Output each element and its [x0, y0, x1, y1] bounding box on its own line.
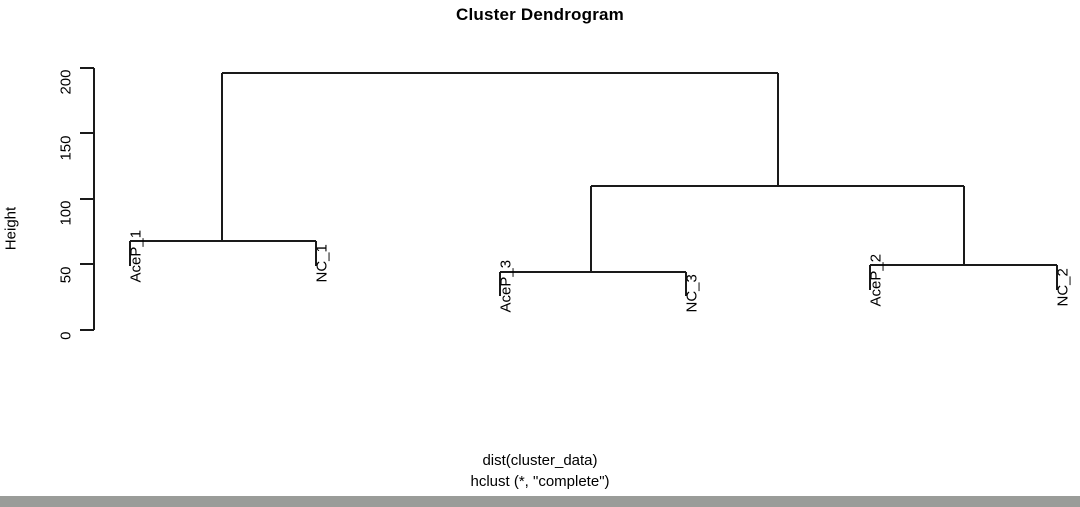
- y-tick-label-150: 150: [57, 135, 75, 161]
- y-tick-label-0: 0: [57, 331, 75, 340]
- caption-line-2: hclust (*, "complete"): [470, 473, 610, 490]
- page-title: Cluster Dendrogram: [456, 5, 624, 24]
- leaf-label-acep-1: AceP_1: [127, 229, 145, 283]
- y-axis-label: Height: [2, 206, 20, 251]
- leaf-label-acep-3: AceP_3: [497, 259, 515, 313]
- y-tick-label-50: 50: [57, 266, 75, 284]
- link-acep1-nc1: [129, 240, 317, 266]
- leaf-label-nc-1: NC_1: [313, 244, 331, 283]
- link-acep3-nc3: [499, 271, 687, 296]
- caption-line-1: dist(cluster_data): [482, 452, 598, 469]
- link-root: [221, 72, 779, 241]
- leaf-label-nc-2: NC_2: [1054, 268, 1072, 307]
- leaf-label-acep-2: AceP_2: [867, 253, 885, 307]
- bottom-status-bar: [0, 496, 1080, 507]
- y-axis-line: [80, 67, 95, 331]
- y-tick-label-100: 100: [57, 200, 75, 226]
- y-tick-label-200: 200: [57, 69, 75, 95]
- dendrogram-links: [129, 72, 1058, 296]
- leaf-label-nc-3: NC_3: [683, 274, 701, 313]
- plot-caption: dist(cluster_data) hclust (*, "complete"…: [0, 450, 1080, 492]
- link-acep2-nc2: [869, 264, 1058, 290]
- link-cluster3-cluster2: [590, 185, 965, 272]
